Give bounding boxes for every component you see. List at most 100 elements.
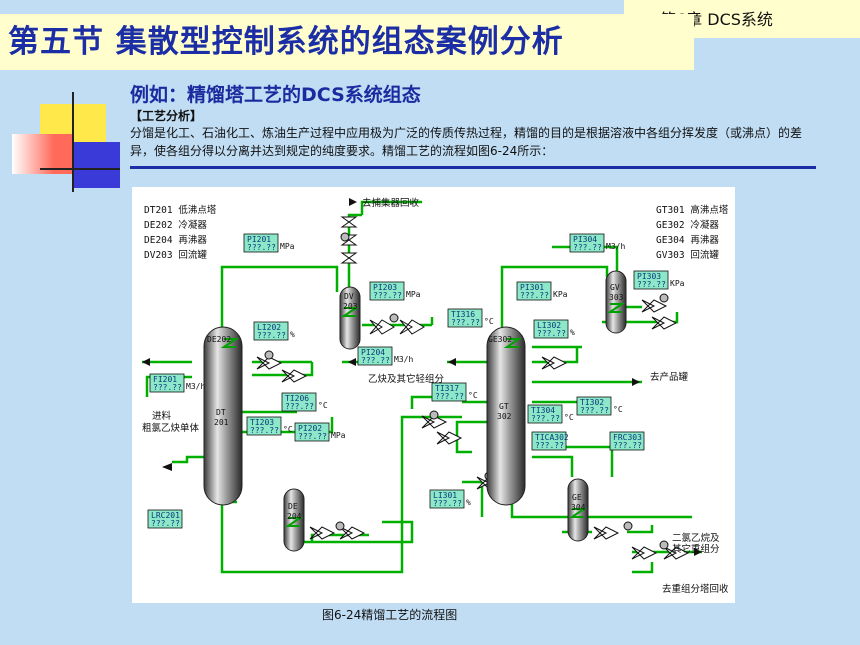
instrument-tag-unit: °C <box>468 391 478 400</box>
valve-icon <box>436 431 463 445</box>
vessels <box>203 270 627 552</box>
column-dt201 <box>203 326 243 506</box>
legend-left-item: DT201 低沸点塔 <box>144 204 217 216</box>
stream-label: 进料 <box>152 410 172 422</box>
instrument-tag-name: PI301 <box>520 283 544 292</box>
instrument-tag-name: TI316 <box>451 310 475 319</box>
instrument-tag-ti317: TI317???.??°C <box>431 382 478 402</box>
instrument-tag-name: FRC303 <box>613 433 642 442</box>
instrument-tag-name: TI203 <box>250 418 274 427</box>
deco-hline <box>40 168 120 170</box>
column-gt302 <box>486 326 526 506</box>
instrument-tag-name: FI201 <box>153 375 177 384</box>
valve-icon <box>651 316 678 330</box>
instrument-tag-value: ???.?? <box>298 432 327 441</box>
instrument-tag-value: ???.?? <box>637 280 666 289</box>
instrument-tag-value: ???.?? <box>520 291 549 300</box>
valve-icon <box>309 526 336 540</box>
instrument-tag-value: ???.?? <box>247 243 276 252</box>
control-valve-heads <box>264 232 669 550</box>
section-label: 【工艺分析】 <box>130 109 203 123</box>
instrument-tag-value: ???.?? <box>257 331 286 340</box>
instrument-tag-value: ???.?? <box>451 318 480 327</box>
instrument-tag-unit: °C <box>613 405 623 414</box>
legend-right-item: GV303 回流罐 <box>656 249 719 261</box>
instrument-tag-name: TI206 <box>285 394 309 403</box>
instrument-tag-unit: °C <box>283 425 293 434</box>
valve-icon <box>281 369 308 383</box>
legend-left-item: DV203 回流罐 <box>144 249 207 261</box>
instrument-tag-value: ???.?? <box>531 414 560 423</box>
valve-icon <box>340 216 358 228</box>
instrument-tag-ti203: TI203???.?? °C <box>246 416 293 436</box>
arrow-icon <box>694 548 702 556</box>
valve-icon <box>641 299 668 313</box>
instrument-tag-unit: % <box>466 498 471 507</box>
valve-actuator-icon <box>623 521 633 531</box>
legend-left: DT201 低沸点塔 DE202 冷凝器 DE204 再沸器 DV203 回流罐 <box>144 204 217 261</box>
instrument-tag-name: PI204 <box>361 348 385 357</box>
legend-left-item: DE202 冷凝器 <box>144 219 207 231</box>
instrument-tag-unit: MPa <box>331 431 346 440</box>
instrument-tag-unit: M3/h <box>394 355 413 364</box>
instrument-tags: PI201???.??MPaPI203???.??MPaLI202???.??%… <box>147 233 685 529</box>
instrument-tag-name: PI304 <box>573 235 597 244</box>
instrument-tag-unit: % <box>290 330 295 339</box>
instrument-tag-name: TI304 <box>531 406 555 415</box>
valve-actuator-icon <box>340 232 350 242</box>
instrument-tag-pi304: PI304???.?? M3/h <box>569 233 625 253</box>
legend-right-item: GE304 再沸器 <box>656 234 719 246</box>
instrument-tag-unit: °C <box>564 413 574 422</box>
arrow-icon <box>448 358 456 366</box>
valve-icon <box>663 546 690 560</box>
stream-label: 其它重组分 <box>672 543 720 555</box>
valve-icon <box>340 252 358 264</box>
heat-exchanger-coils <box>220 303 626 527</box>
instrument-tag-li301: LI301???.??% <box>429 489 471 509</box>
legend-left-item: DE204 再沸器 <box>144 234 207 246</box>
instrument-tag-pi201: PI201???.??MPa <box>243 233 295 253</box>
valve-actuator-icon <box>659 540 669 550</box>
legend-right-item: GE302 冷凝器 <box>656 219 719 231</box>
instrument-tag-value: ???.?? <box>151 519 180 528</box>
valve-icon <box>541 356 568 370</box>
instrument-tag-unit: % <box>570 328 575 337</box>
instrument-tag-name: TI317 <box>435 384 459 393</box>
instrument-tag-ti206: TI206???.??°C <box>281 392 328 412</box>
instrument-tag-value: ???.?? <box>580 406 609 415</box>
instrument-tag-value: ???.?? <box>573 243 602 252</box>
instrument-tag-name: PI203 <box>373 283 397 292</box>
legend-right: GT301 高沸点塔 GE302 冷凝器 GE304 再沸器 GV303 回流罐 <box>656 204 729 261</box>
valve-icon <box>399 319 425 335</box>
arrow-icon <box>348 358 356 366</box>
instrument-tag-name: LI301 <box>433 491 457 500</box>
instrument-tag-ti302: TI302???.?? °C <box>576 396 623 416</box>
instrument-tag-ti316: TI316???.??°C <box>447 308 494 328</box>
stream-label: 二氯乙烷及 <box>672 532 720 544</box>
vessel-label: DE202 <box>207 335 231 344</box>
instrument-tag-pi204: PI204???.??M3/h <box>357 346 413 366</box>
instrument-tag-unit: MPa <box>406 290 421 299</box>
deco-blue-block <box>72 142 120 188</box>
instrument-tag-tica302: TICA302???.?? <box>531 431 569 451</box>
instrument-tag-pi202: PI202???.??MPa <box>294 422 346 442</box>
title-box <box>0 14 694 70</box>
valves <box>256 216 690 560</box>
instrument-tag-value: ???.?? <box>285 402 314 411</box>
valve-icon <box>339 526 366 540</box>
stream-label: 粗氯乙炔单体 <box>142 422 200 434</box>
instrument-tag-unit: KPa <box>553 290 568 299</box>
instrument-tag-unit: M3/h <box>606 242 625 251</box>
instrument-tag-value: ???.?? <box>250 426 279 435</box>
instrument-tag-pi301: PI301???.?? KPa <box>516 281 568 301</box>
arrow-icon <box>142 358 150 366</box>
instrument-tag-name: LI202 <box>257 323 281 332</box>
reboiler-de204 <box>283 488 305 552</box>
instrument-tag-ti304: TI304???.?? °C <box>527 404 574 424</box>
instrument-tag-name: TI302 <box>580 398 604 407</box>
